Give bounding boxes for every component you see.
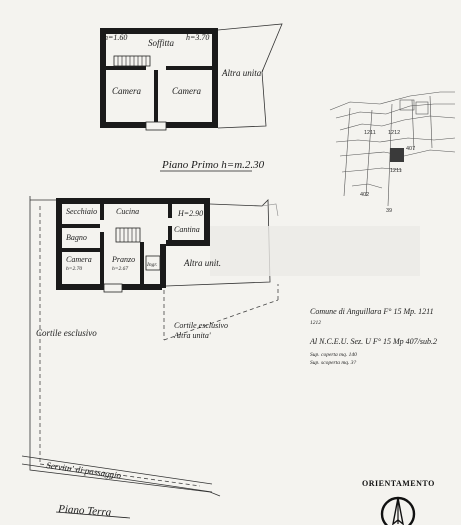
pranzo-height: h=2.67 [112,266,128,272]
first-floor-title: Piano Primo h=m.2.30 [161,159,265,171]
cadastral-notes: Comune di Anguillara F° 15 Mp. 1211 1212… [309,307,437,366]
cortile-esclusivo-label: Cortile esclusivo [36,328,97,338]
cadastral-line-1: Comune di Anguillara F° 15 Mp. 1211 [310,307,434,316]
camera-height: h=2.70 [66,266,82,272]
room-camera-right: Camera [172,86,201,96]
map-label-5: 402 [360,192,369,198]
first-floor-height-left: h=1.60 [104,33,127,42]
room-secchiaio: Secchiaio [66,207,97,216]
room-camera-left: Camera [112,86,141,96]
cantina-height: H=2.90 [177,209,203,218]
orientation-compass: ORIENTAMENTO [362,479,435,525]
room-cantina: Cantina [174,225,200,234]
room-ingresso: Ingr. [146,262,157,268]
servitu-label: Servitu' di passaggio [46,460,123,480]
cadastral-line-3: Al N.C.E.U. Sez. U F° 15 Mp 407/sub.2 [309,337,437,346]
room-pranzo: Pranzo [111,255,135,264]
first-floor-height-right: h=3.70 [186,33,209,42]
stair-ground-floor [115,227,141,243]
room-cucina: Cucina [116,207,139,216]
cadastral-line-2: 1212 [310,320,321,326]
cadastral-line-5: Sup. scoperta mq. 3? [310,360,357,366]
map-label-1: 1211 [364,130,376,136]
cadastral-line-4: Sup. coperta mq. 140 [310,351,357,358]
altra-unit-label: Altra unit. [183,258,221,268]
map-label-2: 1212 [388,130,400,136]
room-camera: Camera [66,255,92,264]
room-bagno: Bagno [66,233,87,242]
cadastral-map: 1211 1212 407 1211 402 39 [329,91,456,214]
first-floor-plan: h=1.60 h=3.70 Soffitta Camera Camera Alt… [100,23,283,172]
map-label-6: 39 [386,208,392,214]
cortile-altra-label-2: Altra unita' [173,331,211,340]
altra-unita-label: Altra unita' [221,68,264,78]
ground-floor-plan: Secchiaio Cucina H=2.90 Bagno Cantina Ca… [21,196,420,519]
stair-first-floor [113,55,151,67]
cortile-altra-label-1: Cortile esclusivo [174,321,228,330]
orientation-title: ORIENTAMENTO [362,479,435,488]
ground-floor-title: Piano Terra [57,503,112,519]
room-soffitta: Soffitta [148,38,175,48]
map-label-3: 407 [406,146,415,152]
map-label-4: 1211 [390,168,402,174]
